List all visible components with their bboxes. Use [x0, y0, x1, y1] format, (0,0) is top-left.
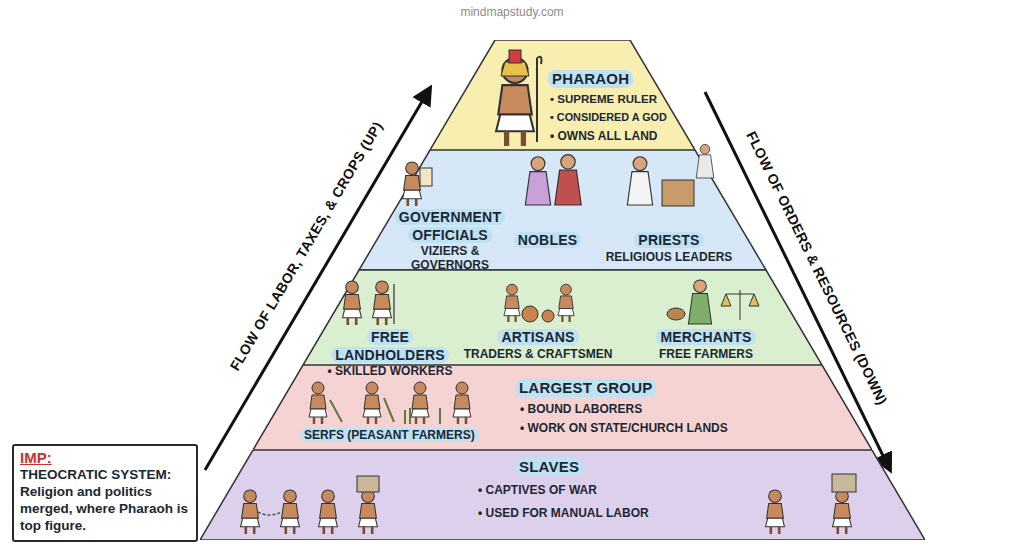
- tier-heading: LARGEST GROUP: [515, 379, 656, 397]
- band-outline: [200, 450, 925, 540]
- tier-text: • CAPTIVES OF WAR: [478, 483, 597, 497]
- artisans-group: ARTISANS TRADERS & CRAFTSMEN: [463, 329, 613, 361]
- group-heading: NOBLES: [505, 232, 590, 250]
- watermark: mindmapstudy.com: [460, 5, 563, 19]
- group-subtext: FREE FARMERS: [640, 347, 772, 361]
- group-heading: FREE LANDHOLDERS: [322, 329, 458, 364]
- pharaoh-band: PHARAOH • SUPREME RULER • CONSIDERED A GOD…: [430, 40, 695, 150]
- heading-highlight: ARTISANS: [497, 329, 578, 345]
- heading-highlight: FREE LANDHOLDERS: [331, 329, 449, 363]
- tier-text: • CONSIDERED A GOD: [550, 111, 667, 124]
- tier-text: • SUPREME RULER: [550, 93, 657, 107]
- group-subtext: RELIGIOUS LEADERS: [598, 250, 740, 264]
- middle-tier: [303, 270, 822, 365]
- nobles-group: NOBLES: [505, 232, 590, 250]
- tier-heading: SLAVES: [515, 458, 583, 476]
- landholders-group: FREE LANDHOLDERS• SKILLED WORKERS: [322, 329, 458, 378]
- tier-heading: SERFS (PEASANT FARMERS): [300, 428, 479, 442]
- group-subtext: VIZIERS & GOVERNORS: [380, 244, 520, 273]
- note-text: THEOCRATIC SYSTEM: Religion and politics…: [20, 467, 190, 535]
- heading-highlight: MERCHANTS: [656, 329, 755, 345]
- group-heading: PRIESTS: [598, 232, 740, 250]
- slaves-band: SLAVES • CAPTIVES OF WAR • USED FOR MANUAL…: [200, 450, 925, 540]
- band-outline: [430, 40, 695, 150]
- heading-highlight: GOVERNMENT OFFICIALS: [395, 209, 505, 243]
- tier-text: • USED FOR MANUAL LABOR: [478, 506, 649, 520]
- tier-text: • OWNS ALL LAND: [550, 129, 658, 143]
- tier-heading: PHARAOH: [548, 70, 633, 88]
- group-subtext: TRADERS & CRAFTSMEN: [463, 347, 613, 361]
- merchants-group: MERCHANTS FREE FARMERS: [640, 329, 772, 361]
- group-subtext: • SKILLED WORKERS: [322, 364, 458, 378]
- heading-highlight: NOBLES: [514, 232, 582, 248]
- note-heading: IMP:: [20, 449, 190, 467]
- group-heading: MERCHANTS: [640, 329, 772, 347]
- tier-text: • BOUND LABORERS: [520, 402, 642, 416]
- note-box: IMP:THEOCRATIC SYSTEM: Religion and poli…: [12, 444, 198, 542]
- officials-figures: [403, 144, 714, 206]
- tier-text: • WORK ON STATE/CHURCH LANDS: [520, 421, 728, 435]
- workers-figures: [343, 280, 759, 325]
- officials-group: GOVERNMENT OFFICIALSVIZIERS & GOVERNORS: [380, 209, 520, 273]
- band-outline: [253, 365, 872, 450]
- group-heading: ARTISANS: [463, 329, 613, 347]
- group-heading: GOVERNMENT OFFICIALS: [380, 209, 520, 244]
- priests-group: PRIESTS RELIGIOUS LEADERS: [598, 232, 740, 264]
- heading-highlight: PRIESTS: [634, 232, 703, 248]
